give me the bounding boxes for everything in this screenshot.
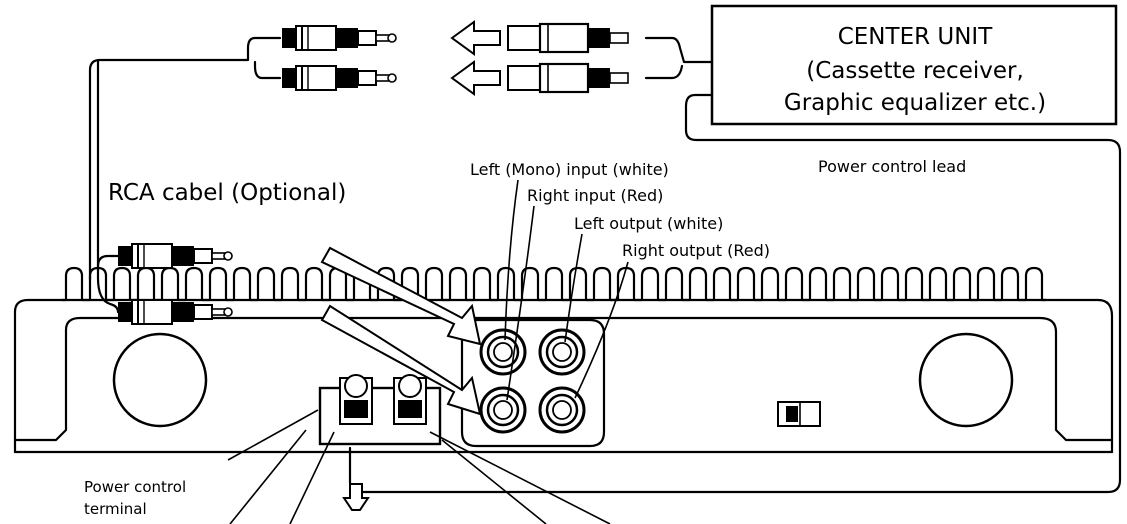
rca-cable-loop: [96, 254, 120, 314]
rca-cable-bottom-wire: [253, 60, 282, 80]
insert-arrows: [320, 246, 482, 416]
heatsink-fins: [60, 266, 1048, 302]
rca-jack-icon: [538, 328, 586, 376]
rca-cable-top-wire: [88, 36, 282, 282]
leader-lines: [504, 179, 629, 401]
power-control-terminal-label-2: terminal: [84, 500, 147, 518]
center-unit-title: CENTER UNIT: [838, 24, 993, 50]
open-arrow-icon: [451, 21, 501, 95]
terminal-block: [318, 374, 442, 511]
right-input-label: Right input (Red): [527, 186, 663, 205]
rca-plug-icon: [117, 243, 233, 325]
rca-plug-icon: [506, 22, 630, 94]
power-control-lead-label: Power control lead: [818, 157, 966, 176]
center-unit-line2: Graphic equalizer etc.): [784, 90, 1046, 116]
center-side-wire-2: [644, 64, 684, 80]
center-unit: CENTER UNIT (Cassette receiver, Graphic …: [710, 4, 1118, 126]
left-output-label: Left output (white): [574, 214, 723, 233]
terminal-leader-lines: [227, 409, 611, 524]
rca-jack-icon: [479, 328, 527, 376]
rca-jack-icon: [479, 386, 527, 434]
rca-plug-icon: [281, 25, 397, 91]
left-mono-input-label: Left (Mono) input (white): [470, 160, 669, 179]
rca-cable-label: RCA cabel (Optional): [108, 180, 346, 206]
amplifier-body: [13, 298, 1114, 454]
center-unit-line1: (Cassette receiver,: [806, 58, 1024, 84]
right-output-label: Right output (Red): [622, 241, 770, 260]
center-side-wire: [644, 36, 714, 64]
power-control-terminal-label-1: Power control: [84, 478, 186, 496]
